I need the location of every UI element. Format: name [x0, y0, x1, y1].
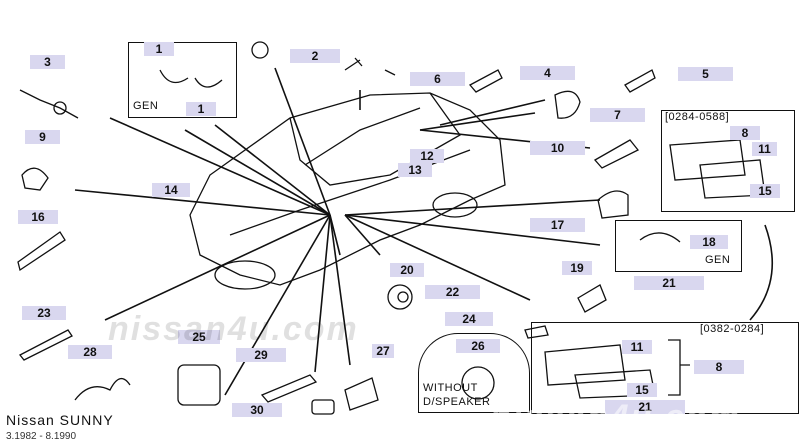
range-arrow [749, 224, 774, 321]
callout-19: 19 [562, 261, 592, 275]
car-body-outline [189, 92, 506, 290]
callout-20: 20 [390, 263, 424, 277]
part-sketches [17, 41, 766, 415]
callout-1-a: 1 [144, 42, 174, 56]
range-note-a: [0284-0588] [665, 111, 730, 123]
without-note-2: D/SPEAKER [423, 396, 491, 408]
callout-17: 17 [530, 218, 585, 232]
callout-21-a: 21 [634, 276, 704, 290]
callout-16: 16 [18, 210, 58, 224]
callout-18: 18 [690, 235, 728, 249]
without-box [418, 333, 530, 413]
watermark-bottom: nissan4u.com [490, 398, 741, 436]
callout-14: 14 [152, 183, 190, 197]
callout-4: 4 [520, 66, 575, 80]
callout-8-b: 8 [694, 360, 744, 374]
callout-29: 29 [236, 348, 286, 362]
callout-13: 13 [398, 163, 432, 177]
gen-box-top [128, 42, 237, 118]
callout-15-b: 15 [627, 383, 657, 397]
callout-10: 10 [530, 141, 585, 155]
gen-box-right [615, 220, 742, 272]
callout-25: 25 [178, 330, 220, 344]
watermark-center: nissan4u.com [108, 310, 359, 348]
gen-note-right: GEN [705, 254, 731, 266]
model-range: 3.1982 - 8.1990 [6, 431, 77, 442]
callout-7: 7 [590, 108, 645, 122]
callout-21-b: 21 [605, 400, 685, 414]
gen-note-top: GEN [133, 100, 159, 112]
model-name: Nissan SUNNY [6, 412, 114, 428]
callout-24: 24 [445, 312, 493, 326]
callout-11-a: 11 [752, 142, 777, 156]
callout-28: 28 [68, 345, 112, 359]
leader-lines [74, 67, 601, 396]
callout-15-a: 15 [750, 184, 780, 198]
range-note-b: [0382-0284] [700, 323, 765, 335]
callout-1-b: 1 [186, 102, 216, 116]
callout-30: 30 [232, 403, 282, 417]
callout-22: 22 [425, 285, 480, 299]
callout-8-a: 8 [730, 126, 760, 140]
callout-2: 2 [290, 49, 340, 63]
callout-9: 9 [25, 130, 60, 144]
bracket-8 [668, 339, 690, 396]
without-note-1: WITHOUT [423, 382, 478, 394]
callout-11-b: 11 [622, 340, 652, 354]
callout-12: 12 [410, 149, 444, 163]
range-box-a [661, 110, 795, 212]
callout-26: 26 [456, 339, 500, 353]
callout-23: 23 [22, 306, 66, 320]
callout-5: 5 [678, 67, 733, 81]
callout-6: 6 [410, 72, 465, 86]
callout-3: 3 [30, 55, 65, 69]
callout-27: 27 [372, 344, 394, 358]
